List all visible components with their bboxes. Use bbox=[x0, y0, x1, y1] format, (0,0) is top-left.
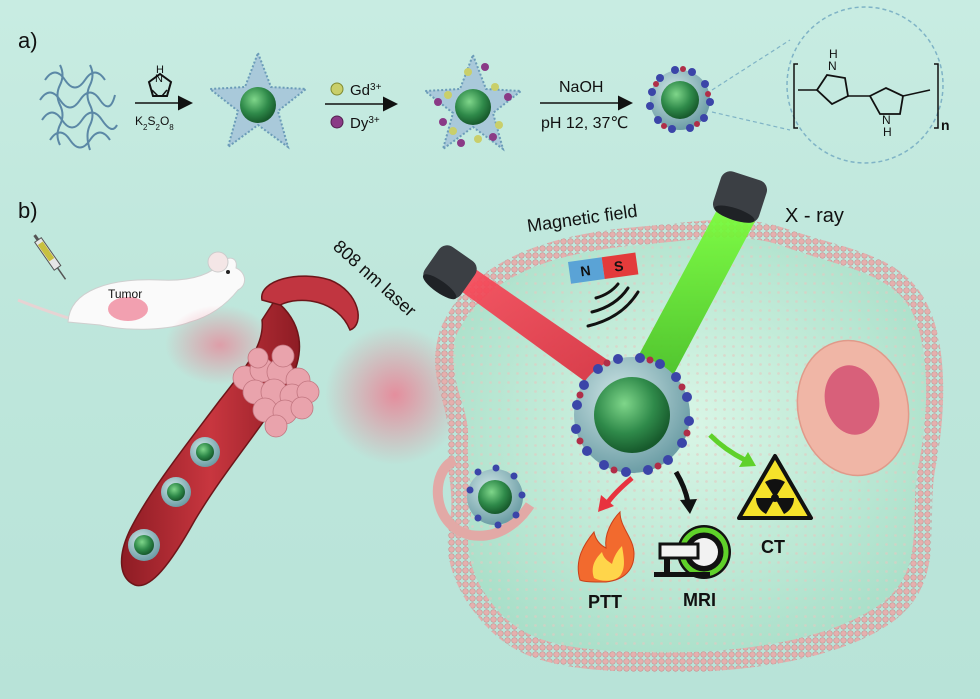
gd-label: Gd3+ bbox=[350, 82, 382, 100]
zoom-circle bbox=[787, 7, 943, 163]
zoom-line-bottom bbox=[712, 112, 790, 130]
svg-text:N: N bbox=[828, 59, 837, 73]
syringe-icon bbox=[31, 233, 69, 282]
dy-ion-dot bbox=[331, 116, 343, 128]
protein-star-with-ions bbox=[425, 55, 521, 149]
zoom-line-top bbox=[712, 40, 790, 90]
polymer-n-subscript: n bbox=[941, 117, 950, 133]
ct-label: CT bbox=[761, 537, 785, 557]
final-nanoparticle bbox=[646, 66, 714, 133]
svg-text:N: N bbox=[155, 73, 163, 85]
mri-label: MRI bbox=[683, 590, 716, 610]
gd-ion-dot bbox=[331, 83, 343, 95]
condition-naoh: NaOH bbox=[559, 79, 603, 96]
protein-structure bbox=[40, 65, 117, 150]
tumor-label: Tumor bbox=[108, 287, 142, 301]
polypyrrole-structure: H N N H n bbox=[794, 47, 950, 139]
svg-text:H: H bbox=[883, 125, 892, 139]
oxidant-label: K2S2O8 bbox=[135, 114, 174, 132]
condition-ph-temp: pH 12, 37℃ bbox=[541, 115, 628, 132]
ptt-label: PTT bbox=[588, 592, 622, 612]
pyrrole-structure: H N bbox=[149, 64, 171, 96]
panel-a-label: a) bbox=[18, 28, 38, 53]
panel-b-label: b) bbox=[18, 198, 38, 223]
ion-legend: Gd3+ Dy3+ bbox=[325, 82, 395, 133]
dy-label: Dy3+ bbox=[350, 115, 380, 133]
protein-star-with-core bbox=[210, 53, 306, 147]
xray-label: X - ray bbox=[785, 205, 844, 227]
